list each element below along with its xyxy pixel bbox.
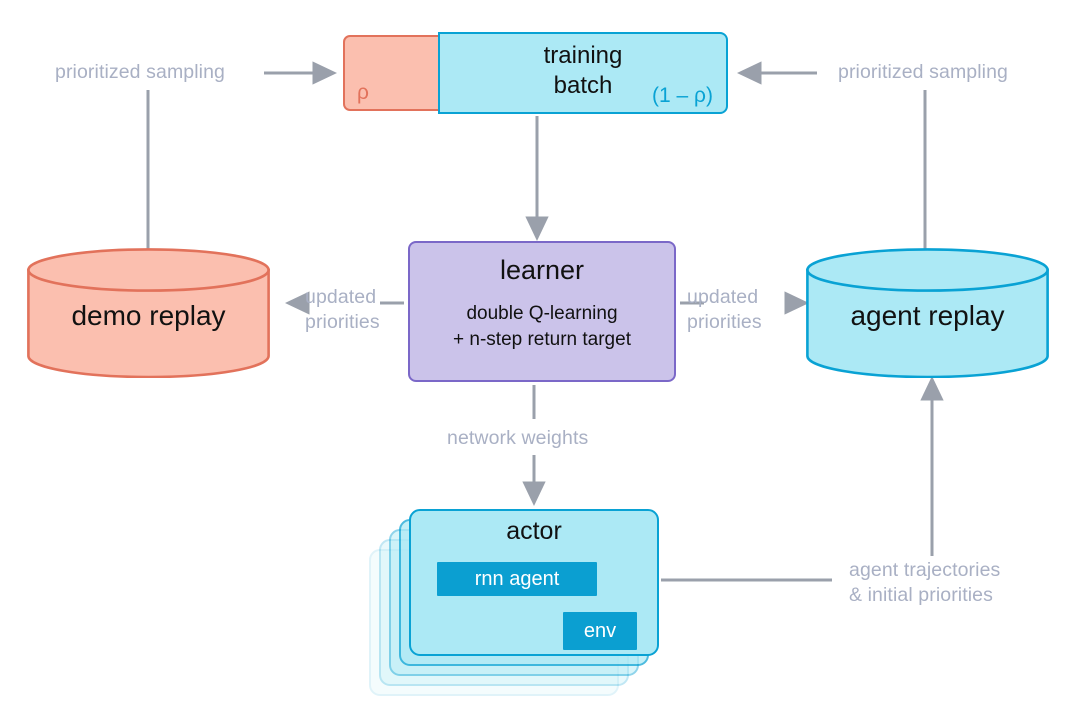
actor-box[interactable]: actor rnn agent env (409, 509, 659, 656)
label-agent-trajectories: agent trajectories & initial priorities (849, 559, 1001, 606)
demo-replay-cylinder[interactable]: demo replay (27, 248, 270, 379)
training-batch-title: training batch (543, 42, 623, 99)
rho-label: ρ (357, 81, 369, 104)
agent-replay-label: agent replay (850, 299, 1005, 331)
label-network-weights: network weights (447, 427, 589, 449)
agent-replay-shape (806, 248, 1049, 379)
training-batch-box[interactable]: training batch (1 – ρ) (438, 32, 728, 114)
env-box[interactable]: env (563, 612, 637, 650)
demo-replay-shape (27, 248, 270, 379)
agent-replay-cylinder[interactable]: agent replay (806, 248, 1049, 379)
label-prioritized-sampling-left: prioritized sampling (55, 61, 225, 83)
one-minus-rho-label: (1 – ρ) (652, 84, 713, 107)
label-updated-priorities-left: updated priorities (305, 286, 380, 333)
demo-replay-label: demo replay (71, 299, 226, 331)
env-label: env (583, 620, 617, 642)
rnn-agent-box[interactable]: rnn agent (437, 562, 597, 596)
label-updated-priorities-right: updated priorities (687, 286, 762, 333)
label-prioritized-sampling-right: prioritized sampling (838, 61, 1008, 83)
rnn-agent-label: rnn agent (474, 568, 560, 590)
learner-box[interactable]: learner double Q-learning + n-step retur… (408, 241, 676, 382)
rho-box[interactable]: ρ (343, 35, 440, 111)
actor-title: actor (506, 517, 562, 545)
learner-title: learner (499, 255, 585, 285)
learner-subtitle: double Q-learning + n-step return target (453, 303, 631, 350)
